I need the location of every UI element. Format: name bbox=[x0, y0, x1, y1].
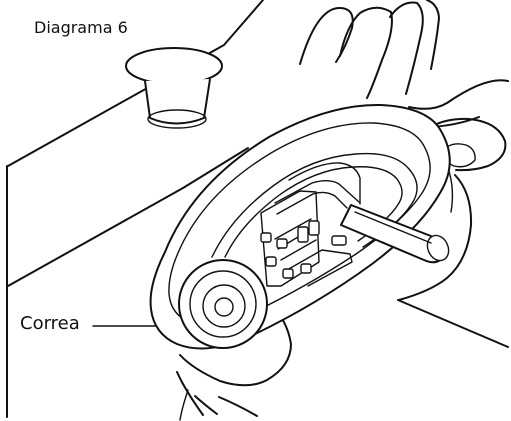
pin-6 bbox=[297, 226, 309, 243]
mechanism-rail-2 bbox=[276, 191, 348, 215]
finger-top-4 bbox=[426, 0, 440, 70]
pin-4 bbox=[282, 268, 294, 279]
table-front-edge bbox=[7, 147, 249, 287]
pin-8 bbox=[331, 235, 347, 246]
mechanism-top bbox=[288, 162, 361, 205]
belt-callout-label: Correa bbox=[20, 313, 80, 334]
lower-finger-2 bbox=[194, 395, 218, 415]
finger-top-2 bbox=[339, 6, 393, 99]
diagram-title: Diagrama 6 bbox=[34, 18, 128, 37]
pulley-hub bbox=[214, 297, 234, 317]
lower-finger-3 bbox=[218, 396, 258, 417]
pulley-ring bbox=[189, 270, 257, 338]
mechanism-lower bbox=[286, 249, 353, 287]
pin-3 bbox=[265, 256, 277, 267]
pin-1 bbox=[260, 232, 272, 243]
belt-loop-inner bbox=[224, 166, 403, 258]
belt-loop-outer bbox=[211, 152, 418, 258]
table-top-left-edge bbox=[7, 0, 264, 167]
lower-crease bbox=[179, 389, 189, 421]
lower-finger-1 bbox=[176, 371, 204, 416]
finger-top-1 bbox=[299, 6, 354, 65]
pulley-outer bbox=[178, 259, 268, 349]
knob-cap bbox=[125, 47, 223, 85]
finger-right-side bbox=[408, 79, 509, 110]
pin-2 bbox=[276, 238, 288, 249]
shaft-end bbox=[426, 234, 450, 262]
pin-5 bbox=[300, 263, 312, 274]
table-right-edge bbox=[397, 299, 509, 348]
shaft-side-line bbox=[354, 211, 432, 244]
pin-7 bbox=[308, 220, 320, 236]
finger-top-3 bbox=[389, 1, 424, 95]
upper-knob bbox=[125, 47, 223, 129]
hand-bottom bbox=[398, 174, 473, 301]
device-body bbox=[149, 103, 451, 350]
knob-base bbox=[147, 109, 207, 129]
mechanism-rail-1 bbox=[274, 180, 360, 204]
knob-stem bbox=[144, 78, 211, 125]
thumb-right bbox=[423, 117, 507, 172]
pulley-inner bbox=[202, 284, 246, 328]
